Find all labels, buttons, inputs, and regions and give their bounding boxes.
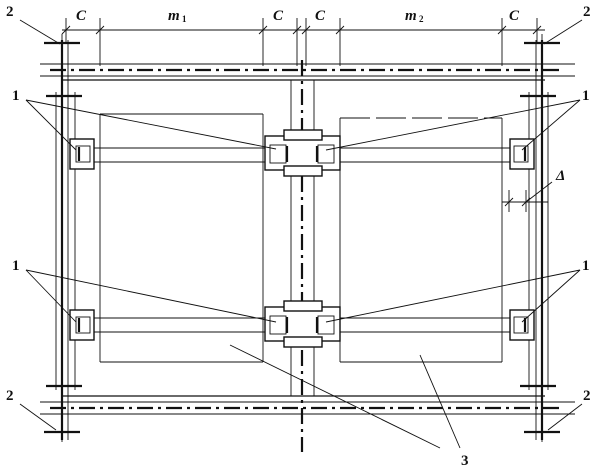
top-dimension <box>61 18 545 66</box>
right-post <box>520 40 556 440</box>
clamp-top-center <box>264 129 341 177</box>
support-top-right <box>524 34 560 52</box>
clamp-top-left <box>69 138 95 170</box>
tolerance-dimension <box>502 181 553 212</box>
panel-left <box>99 113 264 363</box>
support-bottom-right <box>524 424 560 442</box>
support-top-left <box>44 34 80 52</box>
clamp-top-right <box>509 138 535 170</box>
clamp-bottom-left <box>69 309 95 341</box>
clamp-label-top-left: 1 <box>12 88 20 104</box>
leaders-panel <box>229 344 461 449</box>
bottom-rail <box>40 395 575 415</box>
span-label-m2-subscript: 2 <box>419 14 424 24</box>
gap-label-c4: C <box>509 8 520 24</box>
support-label-top-right: 2 <box>583 4 591 20</box>
gap-label-c1: C <box>76 8 87 24</box>
panel-label: 3 <box>461 453 469 469</box>
leaders-support <box>19 19 583 431</box>
span-label-m2: m <box>405 8 417 24</box>
support-label-bottom-left: 2 <box>6 388 14 404</box>
span-label-m1: m <box>168 8 180 24</box>
clamp-label-top-right: 1 <box>582 88 590 104</box>
tolerance-label: Δ <box>555 168 565 184</box>
leaders-clamp-bottom <box>25 269 581 323</box>
left-post <box>46 40 82 440</box>
clamp-bottom-center <box>264 300 341 348</box>
gap-label-c3: C <box>315 8 326 24</box>
span-label-m1-subscript: 1 <box>182 14 187 24</box>
top-rail <box>40 63 575 81</box>
support-label-top-left: 2 <box>6 4 14 20</box>
support-bottom-left <box>44 424 80 442</box>
leaders-clamp-top <box>25 99 581 151</box>
center-post <box>290 60 315 452</box>
support-label-bottom-right: 2 <box>583 388 591 404</box>
panel-right <box>339 117 503 363</box>
clamp-label-bottom-right: 1 <box>582 258 590 274</box>
gap-label-c2: C <box>273 8 284 24</box>
clamp-label-bottom-left: 1 <box>12 258 20 274</box>
